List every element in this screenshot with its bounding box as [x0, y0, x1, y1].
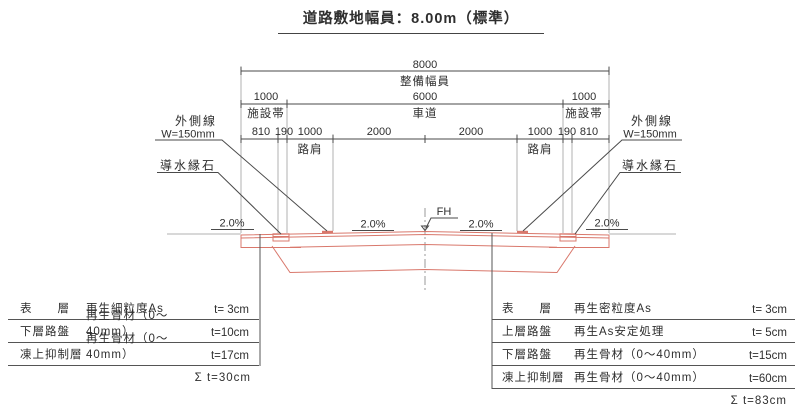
facility-strip-pavement-table: 表 層 再生細粒度As t= 3cm 下層路盤 再生骨材（0～40mm） t=1… — [8, 297, 259, 384]
dimension-ticks — [240, 67, 610, 143]
layer-cell: 下層路盤 — [20, 326, 70, 338]
fh-marker — [420, 225, 430, 232]
roadway-pavement-table: 表 層 再生密粒度As t= 3cm 上層路盤 再生As安定処理 t= 5cm … — [492, 297, 795, 407]
slope-label-1: 2.0% — [219, 218, 244, 230]
layer-cell: 表 層 — [502, 303, 552, 315]
extension-lines — [240, 66, 610, 233]
dim-2000-right: 2000 — [459, 126, 483, 138]
material-cell: 再生骨材（0～40mm） — [86, 310, 169, 338]
leader-lines — [155, 139, 682, 235]
frost-layer-bottom — [271, 245, 576, 274]
white-line-right — [517, 230, 528, 234]
dim-190-left: 190 — [275, 126, 293, 138]
curb-left-label: 導水縁石 — [160, 158, 216, 173]
slope-underlines — [211, 229, 628, 231]
thickness-cell: t=15cm — [748, 350, 787, 362]
callout-labels: 外側線 W=150mm 導水縁石 外側線 W=150mm 導水縁石 FH 2.0… — [160, 113, 678, 231]
thickness-cell: t=17cm — [210, 350, 249, 362]
dim-facility-right-value: 1000 — [572, 91, 596, 103]
surface-crown — [240, 230, 610, 236]
surface-course-bottom — [240, 233, 610, 239]
table-row: 表 層 再生密粒度As t= 3cm — [492, 297, 795, 320]
layer-cell: 凍上抑制層 — [502, 372, 565, 384]
layer-cell: 下層路盤 — [502, 349, 552, 361]
material-cell: 再生骨材（0～40mm） — [86, 333, 169, 361]
thickness-total: Σ t=83cm — [730, 395, 787, 407]
curb-right-label: 導水縁石 — [622, 158, 678, 173]
thickness-cell: t= 5cm — [752, 327, 787, 339]
facility-strip-slabs — [240, 235, 610, 248]
pavement-section — [240, 230, 610, 274]
table-row: 凍上抑制層 再生骨材（0～40mm） t=17cm — [8, 333, 259, 366]
dim-roadway-label: 車道 — [413, 106, 438, 120]
white-line-left — [322, 230, 333, 234]
thickness-cell: t= 3cm — [214, 304, 249, 316]
thickness-cell: t= 3cm — [752, 304, 787, 316]
table-row: 下層路盤 再生骨材（0～40mm） t=15cm — [492, 343, 795, 366]
fh-label: FH — [437, 206, 452, 218]
dim-1000-left: 1000 — [298, 126, 322, 138]
shoulder-left-label: 路肩 — [298, 142, 323, 156]
material-cell: 再生細粒度As — [86, 303, 164, 315]
outer-line-right-label: 外側線 — [631, 113, 673, 128]
table-row: 表 層 再生細粒度As t= 3cm — [8, 297, 259, 320]
dim-1000-right: 1000 — [528, 126, 552, 138]
dim-190-right: 190 — [558, 126, 576, 138]
outer-line-right-width: W=150mm — [623, 129, 677, 141]
shoulder-right-label: 路肩 — [528, 142, 553, 156]
table-leader-lines — [259, 233, 493, 389]
material-cell: 再生骨材（0～40mm） — [574, 349, 705, 361]
dim-2000-left: 2000 — [367, 126, 391, 138]
material-cell: 再生骨材（0～40mm） — [574, 372, 705, 384]
table-row: 上層路盤 再生As安定処理 t= 5cm — [492, 320, 795, 343]
dim-total-label: 整備幅員 — [400, 74, 450, 88]
slope-label-2: 2.0% — [360, 219, 385, 231]
thickness-cell: t=10cm — [210, 327, 249, 339]
dim-roadway-value: 6000 — [413, 91, 437, 103]
dim-facility-left-value: 1000 — [254, 91, 278, 103]
page-title: 道路敷地幅員：8.00m（標準） — [278, 7, 544, 34]
curb-right — [559, 233, 577, 242]
layer-cell: 表 層 — [20, 303, 70, 315]
thickness-cell: t=60cm — [748, 373, 787, 385]
table-row: 下層路盤 再生骨材（0～40mm） t=10cm — [8, 310, 259, 343]
layer-cell: 凍上抑制層 — [20, 349, 83, 361]
thickness-total: Σ t=30cm — [194, 372, 251, 384]
slope-label-3: 2.0% — [468, 219, 493, 231]
slope-label-4: 2.0% — [594, 218, 619, 230]
dimension-labels: 8000 整備幅員 1000 6000 1000 施設帯 車道 施設帯 810 … — [247, 59, 603, 156]
dim-810-right: 810 — [580, 126, 598, 138]
base-course-bottom — [289, 243, 558, 248]
dim-facility-right-label: 施設帯 — [565, 106, 603, 120]
dim-810-left: 810 — [252, 126, 270, 138]
outer-line-left-width: W=150mm — [161, 129, 215, 141]
material-cell: 再生As安定処理 — [574, 326, 665, 338]
table-row: 凍上抑制層 再生骨材（0～40mm） t=60cm — [492, 366, 795, 389]
dim-facility-left-label: 施設帯 — [247, 106, 285, 120]
dim-total-value: 8000 — [413, 59, 437, 71]
layer-cell: 上層路盤 — [502, 326, 552, 338]
material-cell: 再生密粒度As — [574, 303, 652, 315]
outer-line-left-label: 外側線 — [175, 113, 217, 128]
